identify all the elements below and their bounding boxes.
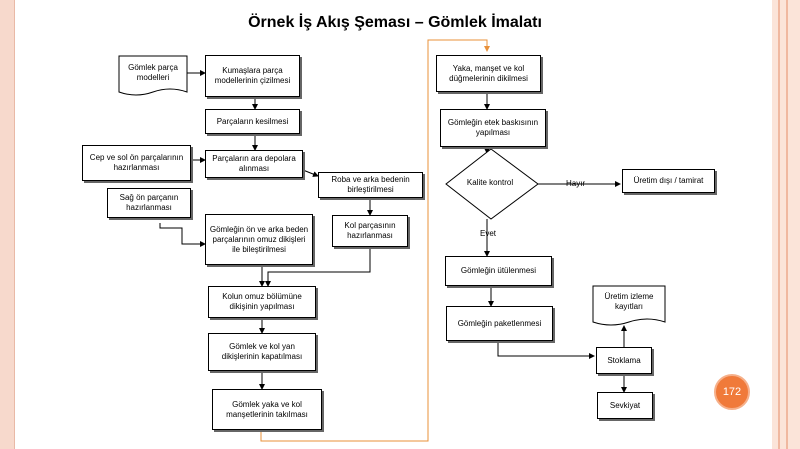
- page-number-badge: 172: [714, 374, 750, 410]
- node-cut-parts: Parçaların kesilmesi: [205, 109, 300, 134]
- node-quality-control: Kalite kontrol: [466, 178, 514, 187]
- node-draw-patterns: Kumaşlara parça modellerinin çizilmesi: [205, 55, 300, 97]
- node-sleeve-attach: Kolun omuz bölümüne dikişinin yapılması: [208, 286, 316, 318]
- edge-label-no: Hayır: [566, 179, 586, 188]
- node-shoulder-seams: Gömleğin ön ve arka beden parçalarının o…: [205, 214, 313, 265]
- node-hem: Gömleğin etek baskısının yapılması: [440, 109, 546, 147]
- left-border-decoration: [0, 0, 15, 449]
- node-out-of-production: Üretim dışı / tamirat: [622, 169, 715, 193]
- node-side-seams: Gömlek ve kol yan dikişlerinin kapatılma…: [208, 333, 316, 371]
- node-ironing: Gömleğin ütülenmesi: [445, 256, 552, 286]
- edge-label-yes: Evet: [480, 229, 497, 238]
- right-border-decoration: [772, 0, 800, 449]
- node-right-front-prep: Sağ ön parçanın hazırlanması: [107, 188, 191, 218]
- node-shipping: Sevkiyat: [597, 392, 653, 419]
- document-shape-models: [118, 55, 188, 96]
- document-shape-records: [592, 285, 666, 326]
- node-sleeve-prep: Kol parçasının hazırlanması: [332, 215, 408, 247]
- node-collar-cuffs: Gömlek yaka ve kol manşetlerinin takılma…: [212, 389, 322, 430]
- node-yoke-back-join: Roba ve arka bedenin birleştirilmesi: [318, 172, 423, 198]
- node-packaging: Gömleğin paketlenmesi: [446, 306, 553, 341]
- node-production-records: Üretim izleme kayıtları: [604, 292, 654, 311]
- decision-diamond-shape: [445, 148, 539, 220]
- page-title: Örnek İş Akış Şeması – Gömlek İmalatı: [248, 14, 542, 31]
- node-buttons: Yaka, manşet ve kol düğmelerinin dikilme…: [436, 55, 541, 92]
- node-buffer-storage: Parçaların ara depolara alınması: [205, 150, 303, 178]
- node-garment-models: Gömlek parça modelleri: [128, 63, 178, 82]
- node-front-pocket-prep: Cep ve sol ön parçalarının hazırlanması: [82, 145, 191, 181]
- node-stocking: Stoklama: [596, 347, 652, 374]
